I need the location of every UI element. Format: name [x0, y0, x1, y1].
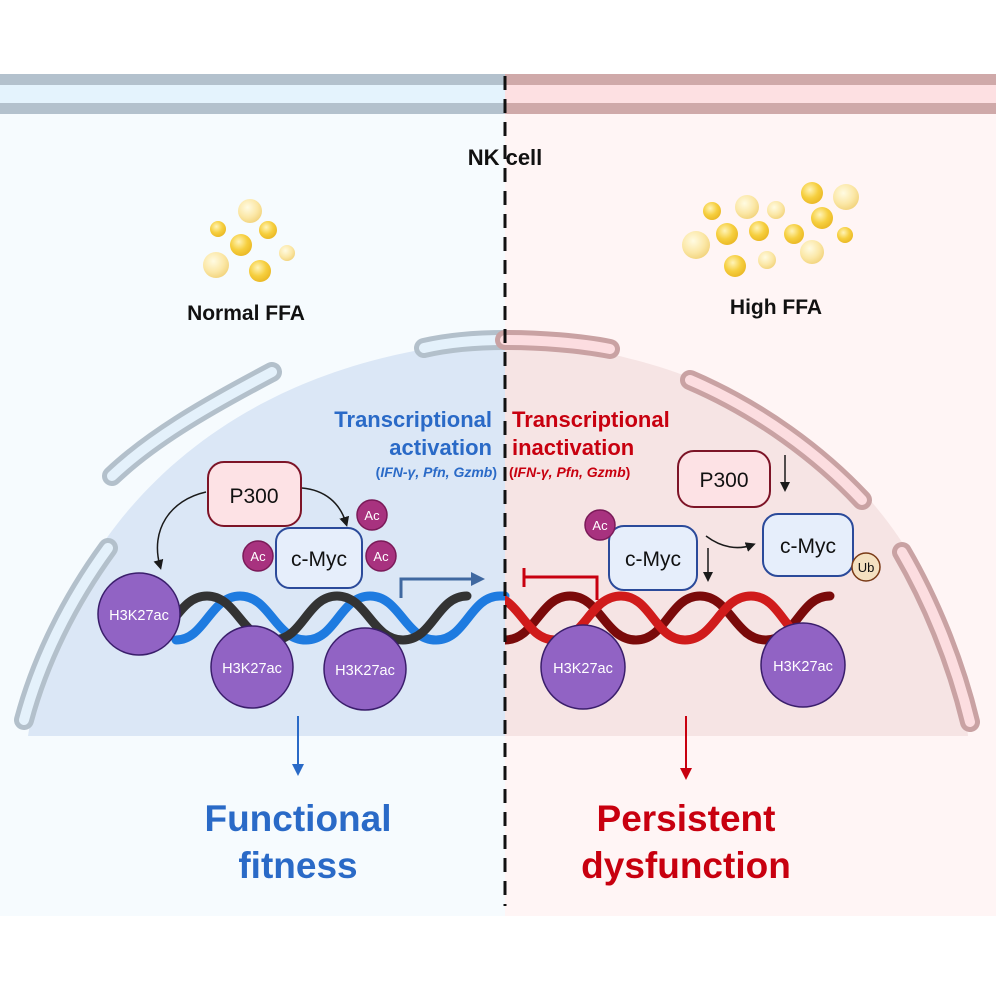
cell-membrane-right — [505, 74, 996, 114]
acetyl-group: Ac — [365, 540, 397, 572]
cell-membrane-left — [0, 74, 505, 114]
svg-text:H3K27ac: H3K27ac — [335, 663, 395, 679]
p300-left: P300 — [207, 461, 302, 527]
cmyc-degradation-arrow — [705, 535, 756, 552]
svg-text:Ac: Ac — [373, 549, 389, 564]
ubiquitin-tag: Ub — [851, 552, 881, 582]
acetyl-group: Ac — [584, 509, 616, 541]
svg-text:H3K27ac: H3K27ac — [553, 661, 613, 677]
svg-text:c-Myc: c-Myc — [780, 535, 836, 558]
p300-to-histone-arrow — [153, 491, 207, 570]
histone-h3k27ac: H3K27ac — [210, 625, 294, 709]
acetyl-group: Ac — [242, 540, 274, 572]
right-outcome-line2: dysfunction — [581, 845, 791, 886]
histone-h3k27ac: H3K27ac — [760, 622, 846, 708]
right-heading-line1: Transcriptional — [512, 407, 670, 432]
left-target-genes: (IFN-γ, Pfn, Gzmb) — [376, 464, 497, 480]
ffa-droplets-high — [682, 182, 859, 277]
svg-text:Ac: Ac — [592, 518, 608, 533]
left-outcome-line2: fitness — [238, 845, 357, 886]
svg-text:Ub: Ub — [858, 560, 875, 575]
left-heading-line1: Transcriptional — [334, 407, 492, 432]
transcription-start-arrow — [399, 572, 485, 598]
svg-text:c-Myc: c-Myc — [625, 548, 681, 571]
nuclear-envelope-right — [495, 330, 980, 732]
svg-text:H3K27ac: H3K27ac — [773, 659, 833, 675]
transcription-block-inhibitor — [522, 568, 599, 600]
dna-helix-left — [138, 591, 510, 645]
svg-text:H3K27ac: H3K27ac — [109, 608, 169, 624]
p300-to-cmyc-arrow — [301, 487, 350, 527]
p300-right: P300 — [677, 450, 771, 508]
cmyc-left: c-Myc — [275, 527, 363, 589]
svg-text:P300: P300 — [229, 485, 278, 508]
right-target-genes: (IFN-γ, Pfn, Gzmb) — [509, 464, 630, 480]
svg-text:Ac: Ac — [364, 508, 380, 523]
high-ffa-label: High FFA — [730, 296, 822, 319]
right-outcome-line1: Persistent — [597, 798, 776, 839]
right-heading-line2: inactivation — [512, 435, 634, 460]
cmyc-ubiquitinated-right: c-Myc — [762, 513, 854, 577]
svg-text:c-Myc: c-Myc — [291, 548, 347, 571]
acetyl-group: Ac — [356, 499, 388, 531]
cmyc-acetylated-right: c-Myc — [608, 525, 698, 591]
histone-h3k27ac: H3K27ac — [323, 627, 407, 711]
normal-ffa-label: Normal FFA — [187, 302, 305, 325]
svg-text:H3K27ac: H3K27ac — [222, 661, 282, 677]
ffa-droplets-normal — [203, 199, 295, 282]
histone-h3k27ac: H3K27ac — [540, 624, 626, 710]
left-heading-line2: activation — [389, 435, 492, 460]
svg-text:P300: P300 — [699, 469, 748, 492]
histone-h3k27ac: H3K27ac — [97, 572, 181, 656]
svg-text:Ac: Ac — [250, 549, 266, 564]
left-outcome-line1: Functional — [204, 798, 391, 839]
